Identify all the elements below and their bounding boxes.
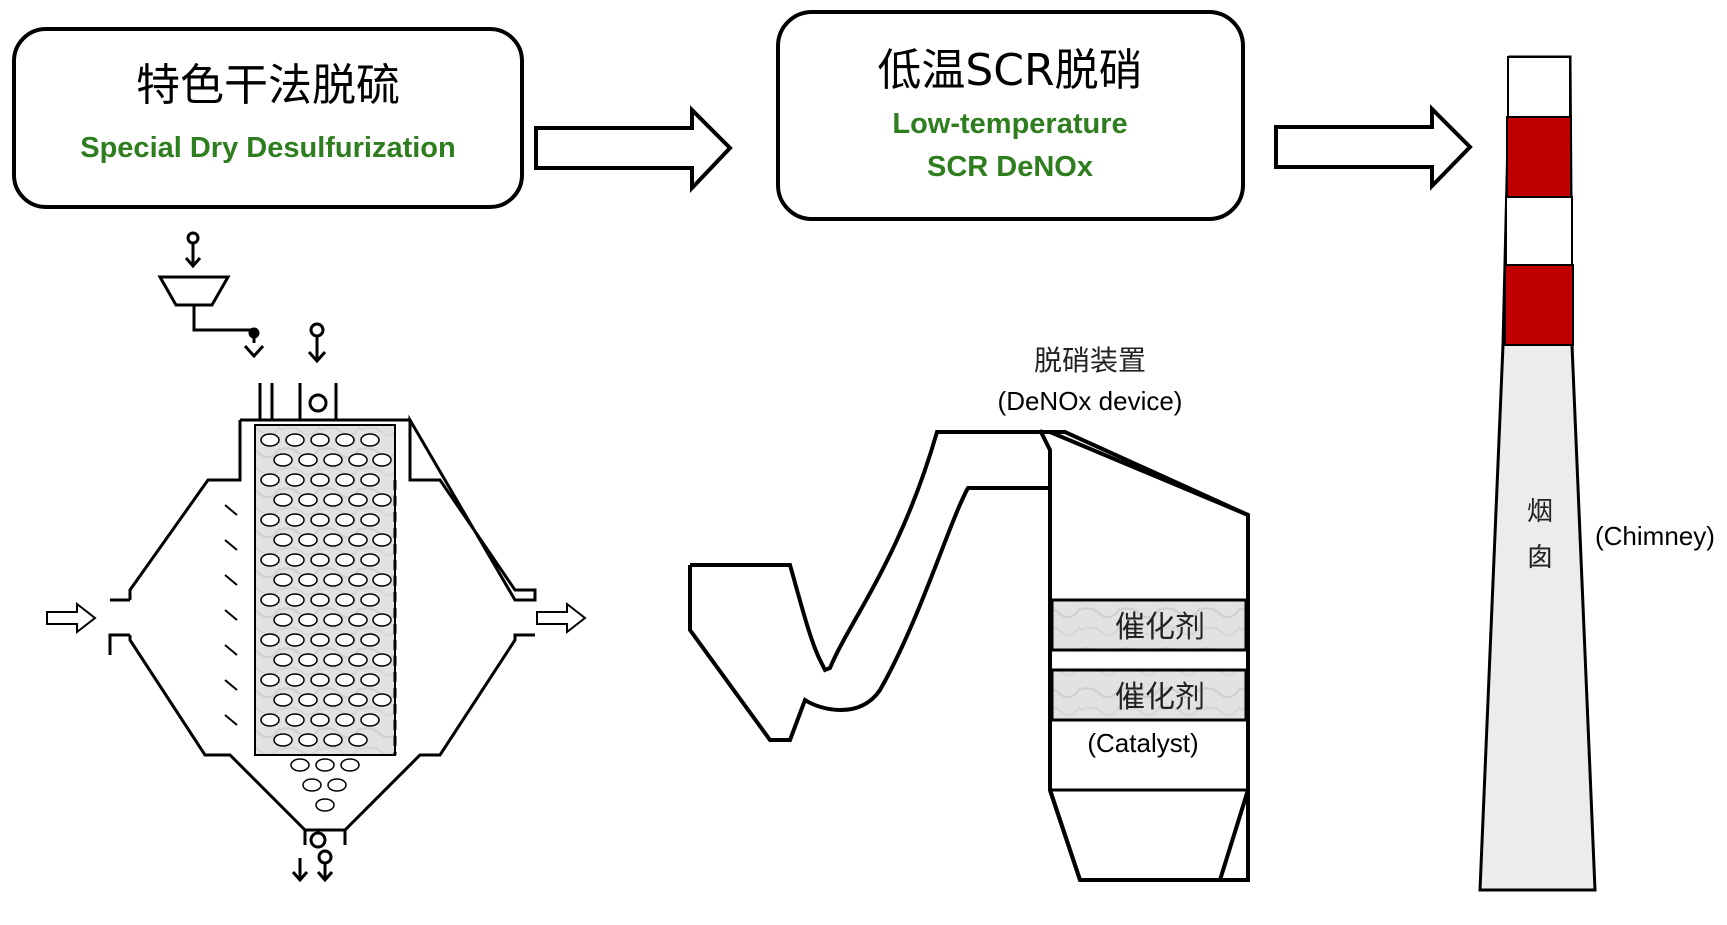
desulfurization-title-cn: 特色干法脱硫 <box>136 60 400 111</box>
feed-hopper <box>157 275 231 307</box>
discharge-arrow-icon <box>291 858 309 883</box>
flow-arrow-1 <box>534 105 733 194</box>
catalyst-layer-2-label: 催化剂 <box>1115 680 1205 715</box>
scr-title-cn: 低温SCR脱硝 <box>877 45 1142 96</box>
catalyst-layer-1 <box>1050 598 1248 652</box>
denox-duct-inner <box>688 486 1050 742</box>
desulfurization-box-frame <box>12 27 524 209</box>
catalyst-layer-1-label: 催化剂 <box>1115 610 1205 645</box>
catalyst-layer-2 <box>1050 668 1248 722</box>
desulfurization-title-en: Special Dry Desulfurization <box>80 132 456 164</box>
chimney-label-cn-1: 烟 <box>1527 497 1553 527</box>
chimney-label-en: (Chimney) <box>1595 521 1715 551</box>
denox-device-drawing: 催化剂 催化剂 (Catalyst) 脱硝装置 (DeNOx device) <box>688 344 1250 882</box>
inlet-valve-icon <box>309 322 325 338</box>
denox-hood <box>937 430 1249 517</box>
scr-title-en-line1: Low-temperature <box>892 108 1127 140</box>
scr-box-frame <box>776 10 1245 221</box>
gas-inlet-arrow-icon <box>46 601 97 635</box>
chimney-drawing: 烟 囱 (Chimney) <box>1478 55 1715 892</box>
discharge-valve-icon <box>309 831 327 849</box>
feed-valve-icon <box>186 231 200 245</box>
chimney-top-band <box>1507 56 1571 118</box>
chimney-red-stripe-2 <box>1504 264 1574 346</box>
desulfurization-stage-box: 特色干法脱硫 Special Dry Desulfurization <box>12 27 524 209</box>
desulfurization-reactor-drawing <box>46 231 587 883</box>
chimney-label-cn-2: 囱 <box>1527 543 1553 573</box>
rotary-valve-icon <box>308 393 328 413</box>
reactor-shell <box>108 414 537 832</box>
chimney-red-stripe-1 <box>1506 116 1572 198</box>
denox-device-label-cn: 脱硝装置 <box>1034 344 1146 377</box>
scr-denox-stage-box: 低温SCR脱硝 Low-temperature SCR DeNOx <box>776 10 1245 221</box>
scr-title-en-line2: SCR DeNOx <box>927 151 1093 183</box>
flow-arrow-2 <box>1274 104 1473 191</box>
chimney-white-band <box>1505 196 1573 266</box>
catalyst-label-en: (Catalyst) <box>1087 728 1198 758</box>
denox-device-label-en: (DeNOx device) <box>998 386 1183 416</box>
gas-outlet-arrow-icon <box>536 601 587 635</box>
